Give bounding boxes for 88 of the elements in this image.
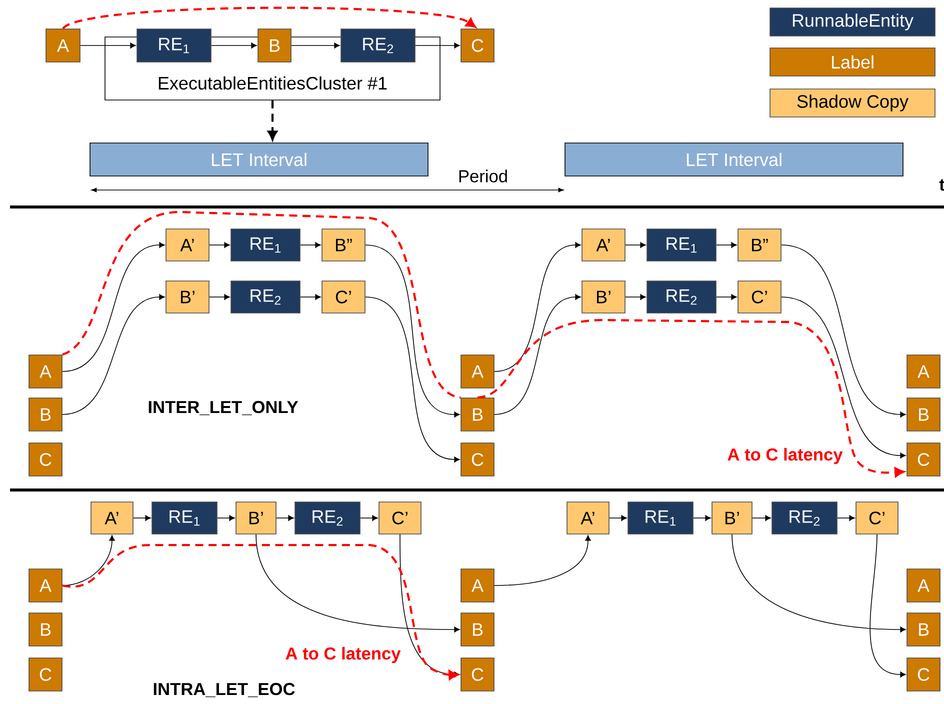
arrow [211, 42, 257, 48]
arrow [300, 242, 321, 248]
runnable-box: RE$_{2}$ [646, 280, 716, 314]
label-box: A [906, 568, 940, 602]
arrow [415, 42, 460, 48]
label-box: B [258, 28, 292, 62]
arrow [716, 294, 737, 300]
arrow [365, 296, 460, 462]
arrow [276, 515, 294, 521]
label-box: C [460, 658, 494, 692]
label-box: C [28, 442, 62, 476]
dimension-label: Period [459, 170, 507, 182]
mode-label: INTRA_LET_EOC [154, 682, 295, 698]
shadow-copy-box: A’ [582, 228, 626, 262]
runnable-box: RE$_{2}$ [230, 280, 300, 314]
shadow-copy-box: C’ [738, 280, 782, 314]
label-box: A [460, 354, 494, 388]
shadow-copy-box: C’ [856, 502, 898, 534]
shadow-copy-box: B’ [166, 280, 210, 314]
runnable-box: RE$_{2}$ [294, 502, 360, 534]
label-box: B [28, 398, 62, 432]
label-box: A [28, 354, 62, 388]
mode-label: INTER_LET_ONLY [148, 400, 298, 416]
shadow-copy-box: C’ [322, 280, 366, 314]
latency-arrow [62, 6, 476, 30]
runnable-box: RE$_{2}$ [772, 502, 838, 534]
interval-bar: LET Interval [564, 142, 904, 176]
arrow [291, 42, 340, 48]
label-box: C [460, 442, 494, 476]
shadow-copy-box: B” [322, 228, 366, 262]
arrow [268, 100, 278, 140]
arrow [494, 535, 591, 586]
label-box: B [28, 612, 62, 646]
arrow [365, 244, 460, 418]
arrow [609, 515, 627, 521]
arrow [209, 242, 230, 248]
arrow [625, 294, 646, 300]
label-box: B [460, 398, 494, 432]
shadow-copy-box: A’ [566, 502, 610, 534]
arrow [494, 294, 581, 415]
arrow [133, 515, 151, 521]
arrow [494, 242, 581, 372]
shadow-copy-box: A’ [166, 228, 210, 262]
arrow [693, 515, 711, 521]
label-box: A [906, 354, 940, 388]
shadow-copy-box: B’ [582, 280, 626, 314]
label-box: C [906, 442, 940, 476]
label-box: B [460, 612, 494, 646]
arrow [781, 296, 906, 458]
arrow [80, 42, 136, 48]
label-box: A [460, 568, 494, 602]
arrow [781, 244, 906, 418]
latency-arrow [62, 544, 458, 680]
label-box: C [460, 28, 494, 62]
label-box: B [906, 612, 940, 646]
arrow [716, 242, 737, 248]
runnable-box: RE$_{2}$ [340, 28, 416, 62]
runnable-box: RE$_{1}$ [230, 228, 300, 262]
edge-label: A to C latency [726, 446, 844, 466]
shadow-copy-box: B’ [236, 502, 276, 534]
runnable-box: RE$_{1}$ [152, 502, 218, 534]
runnable-box: RE$_{1}$ [628, 502, 694, 534]
runnable-box: RE$_{1}$ [646, 228, 716, 262]
arrow [62, 294, 165, 415]
arrow [217, 515, 235, 521]
runnable-box: RE$_{1}$ [136, 28, 212, 62]
interval-bar: LET Interval [90, 142, 428, 176]
shadow-copy-box: B” [738, 228, 782, 262]
label-box: C [28, 658, 62, 692]
arrow [62, 242, 165, 372]
edge-label: A to C latency [284, 646, 402, 664]
shadow-copy-box: A’ [90, 502, 134, 534]
label-box: C [906, 658, 940, 692]
arrow [752, 515, 771, 521]
shadow-copy-box: C’ [378, 502, 422, 534]
label-box: A [28, 568, 62, 602]
arrow [837, 515, 855, 521]
shadow-copy-box: B’ [712, 502, 752, 534]
arrow [209, 294, 230, 300]
latency-arrow [477, 318, 904, 478]
label-box: B [906, 398, 940, 432]
arrow [360, 515, 378, 521]
arrow [256, 534, 460, 632]
arrow [625, 242, 646, 248]
arrow [300, 294, 321, 300]
arrow [870, 534, 906, 678]
label-box: A [46, 28, 80, 62]
arrow [732, 534, 906, 632]
